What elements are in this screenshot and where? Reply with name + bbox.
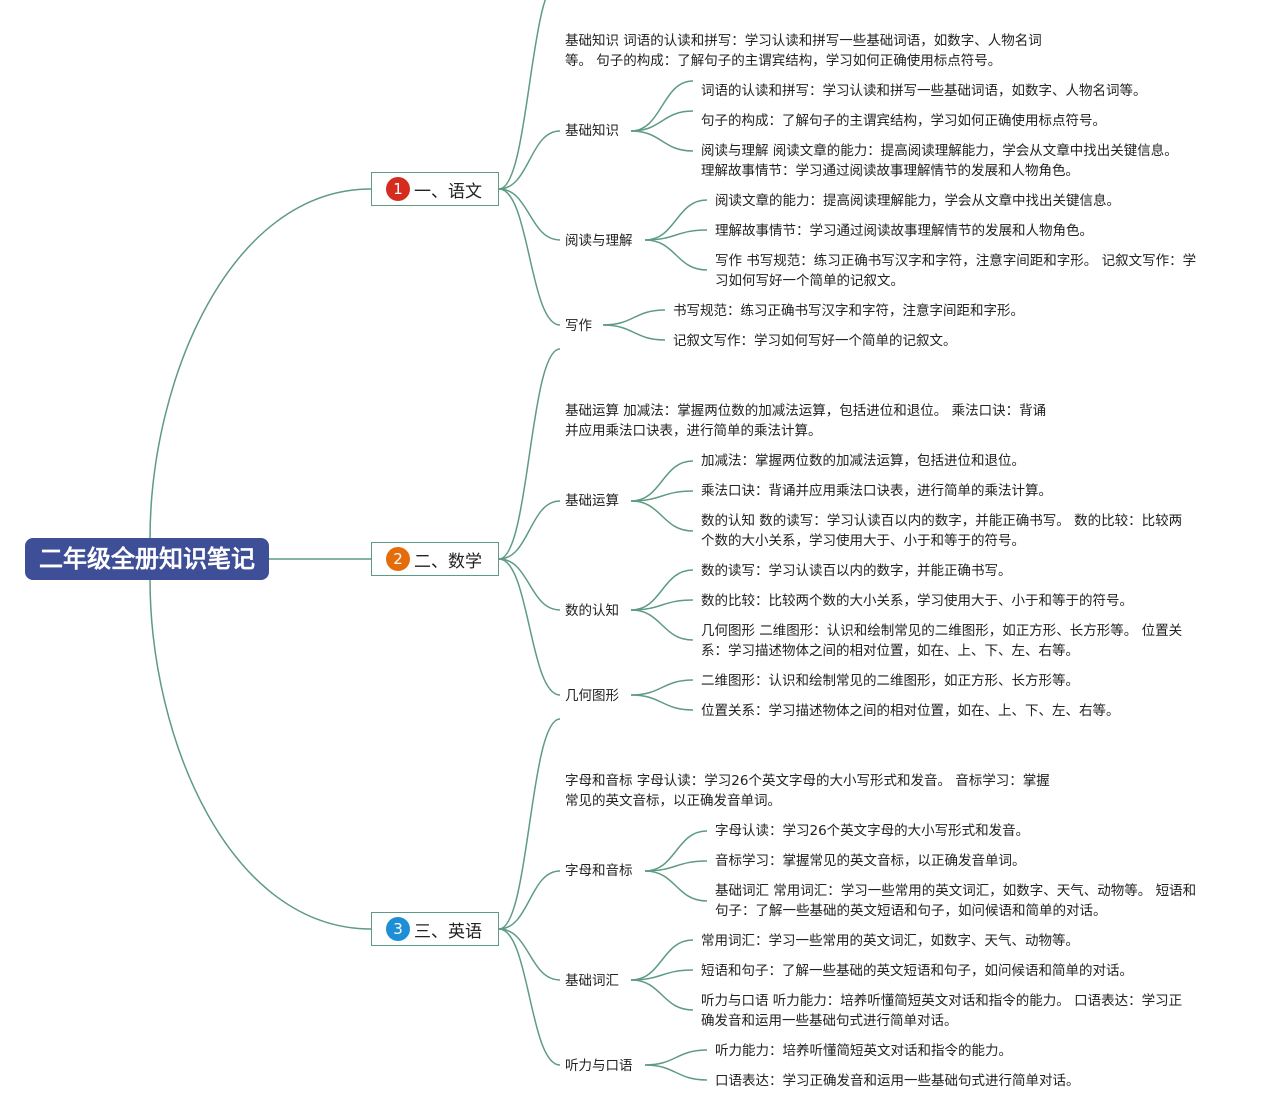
branch-summary-line: 并应用乘法口诀表，进行简单的乘法计算。	[565, 423, 822, 439]
topic-to-leaf-curve	[630, 130, 694, 152]
topic-to-leaf-curve	[644, 229, 708, 241]
topic-to-leaf-curve	[630, 569, 694, 611]
branch-english[interactable]: 3 三、英语	[371, 912, 499, 946]
leaf-item[interactable]: 短语和句子：了解一些基础的英文短语和句子，如问候语和简单的对话。	[701, 963, 1133, 979]
leaf-item-continued: 习如何写好一个简单的记叙文。	[715, 273, 904, 289]
leaf-item[interactable]: 句子的构成：了解句子的主谓宾结构，学习如何正确使用标点符号。	[701, 113, 1106, 129]
branch-to-topic-curve	[498, 188, 561, 241]
leaf-item[interactable]: 口语表达：学习正确发音和运用一些基础句式进行简单对话。	[715, 1073, 1080, 1089]
topic-to-leaf-curve	[630, 969, 694, 981]
topic-to-leaf-curve	[644, 199, 708, 241]
branch-math[interactable]: 2 二、数学	[371, 542, 499, 576]
topic-to-leaf-curve	[602, 324, 666, 341]
subtopic-label[interactable]: 基础知识	[565, 123, 619, 139]
topic-to-leaf-curve	[644, 239, 708, 271]
leaf-item[interactable]: 字母认读：学习26个英文字母的大小写形式和发音。	[715, 823, 1030, 839]
leaf-item[interactable]: 记叙文写作：学习如何写好一个简单的记叙文。	[673, 333, 957, 349]
leaf-item[interactable]: 阅读文章的能力：提高阅读理解能力，学会从文章中找出关键信息。	[715, 193, 1120, 209]
leaf-item[interactable]: 数的读写：学习认读百以内的数字，并能正确书写。	[701, 563, 1012, 579]
leaf-item[interactable]: 词语的认读和拼写：学习认读和拼写一些基础词语，如数字、人物名词等。	[701, 83, 1147, 99]
leaf-item[interactable]: 数的比较：比较两个数的大小关系，学习使用大于、小于和等于的符号。	[701, 593, 1133, 609]
branch-summary-line[interactable]: 基础知识 词语的认读和拼写：学习认读和拼写一些基础词语，如数字、人物名词	[565, 33, 1042, 49]
topic-to-leaf-curve	[630, 80, 694, 132]
number-badge: 1	[386, 177, 410, 201]
branch-summary-line[interactable]: 字母和音标 字母认读：学习26个英文字母的大小写形式和发音。 音标学习：掌握	[565, 773, 1050, 789]
root-topic[interactable]: 二年级全册知识笔记	[25, 538, 269, 580]
number-badge: 3	[386, 917, 410, 941]
branch-label: 一、语文	[414, 181, 482, 202]
leaf-item-continued: 系：学习描述物体之间的相对位置，如在、上、下、左、右等。	[701, 643, 1079, 659]
leaf-item[interactable]: 基础词汇 常用词汇：学习一些常用的英文词汇，如数字、天气、动物等。 短语和	[715, 883, 1197, 899]
topic-to-leaf-curve	[630, 694, 694, 711]
branch-to-summary-curve	[498, 348, 561, 560]
branch-to-topic-curve	[498, 188, 561, 326]
subtopic-label[interactable]: 数的认知	[565, 603, 619, 619]
leaf-item-continued: 确发音和运用一些基础句式进行简单对话。	[701, 1013, 958, 1029]
leaf-item-continued: 理解故事情节：学习通过阅读故事理解情节的发展和人物角色。	[701, 163, 1079, 179]
leaf-item[interactable]: 数的认知 数的读写：学习认读百以内的数字，并能正确书写。 数的比较：比较两	[701, 513, 1183, 529]
topic-to-leaf-curve	[644, 860, 708, 872]
topic-to-leaf-curve	[630, 599, 694, 611]
branch-to-topic-curve	[498, 928, 561, 1066]
leaf-item[interactable]: 写作 书写规范：练习正确书写汉字和字符，注意字间距和字形。 记叙文写作：学	[715, 253, 1197, 269]
branch-summary-line[interactable]: 基础运算 加减法：掌握两位数的加减法运算，包括进位和退位。 乘法口诀：背诵	[565, 403, 1047, 419]
leaf-item-continued: 个数的大小关系，学习使用大于、小于和等于的符号。	[701, 533, 1025, 549]
branch-to-topic-curve	[498, 130, 561, 190]
topic-to-leaf-curve	[630, 490, 694, 502]
subtopic-label[interactable]: 阅读与理解	[565, 233, 633, 249]
branch-to-topic-curve	[498, 500, 561, 560]
leaf-item[interactable]: 书写规范：练习正确书写汉字和字符，注意字间距和字形。	[673, 303, 1024, 319]
leaf-item[interactable]: 阅读与理解 阅读文章的能力：提高阅读理解能力，学会从文章中找出关键信息。	[701, 143, 1178, 159]
topic-to-leaf-curve	[630, 609, 694, 641]
leaf-item[interactable]: 听力与口语 听力能力：培养听懂简短英文对话和指令的能力。 口语表达：学习正	[701, 993, 1183, 1009]
topic-to-leaf-curve	[602, 309, 666, 326]
topic-to-leaf-curve	[630, 679, 694, 696]
subtopic-label[interactable]: 听力与口语	[565, 1058, 633, 1074]
number-badge: 2	[386, 547, 410, 571]
subtopic-label[interactable]: 几何图形	[565, 688, 619, 704]
branch-to-topic-curve	[498, 870, 561, 930]
leaf-item[interactable]: 二维图形：认识和绘制常见的二维图形，如正方形、长方形等。	[701, 673, 1079, 689]
leaf-item[interactable]: 音标学习：掌握常见的英文音标，以正确发音单词。	[715, 853, 1026, 869]
leaf-item[interactable]: 几何图形 二维图形：认识和绘制常见的二维图形，如正方形、长方形等。 位置关	[701, 623, 1183, 639]
branch-to-topic-curve	[498, 558, 561, 611]
topic-to-leaf-curve	[644, 830, 708, 872]
subtopic-label[interactable]: 字母和音标	[565, 863, 633, 879]
topic-to-leaf-curve	[644, 870, 708, 902]
branch-summary-line: 等。 句子的构成：了解句子的主谓宾结构，学习如何正确使用标点符号。	[565, 53, 1002, 69]
subtopic-label[interactable]: 写作	[565, 318, 592, 334]
leaf-item-continued: 句子：了解一些基础的英文短语和句子，如问候语和简单的对话。	[715, 903, 1107, 919]
branch-chinese[interactable]: 1 一、语文	[371, 172, 499, 206]
topic-to-leaf-curve	[630, 110, 694, 132]
topic-to-leaf-curve	[630, 939, 694, 981]
subtopic-label[interactable]: 基础词汇	[565, 973, 619, 989]
branch-label: 三、英语	[414, 921, 482, 942]
branch-to-topic-curve	[498, 558, 561, 696]
leaf-item[interactable]: 加减法：掌握两位数的加减法运算，包括进位和退位。	[701, 453, 1025, 469]
topic-to-leaf-curve	[630, 460, 694, 502]
leaf-item[interactable]: 乘法口诀：背诵并应用乘法口诀表，进行简单的乘法计算。	[701, 483, 1052, 499]
branch-summary-line: 常见的英文音标，以正确发音单词。	[565, 793, 781, 809]
leaf-item[interactable]: 常用词汇：学习一些常用的英文词汇，如数字、天气、动物等。	[701, 933, 1079, 949]
root-to-english-arc	[149, 578, 372, 930]
root-to-chinese-arc	[149, 188, 372, 540]
topic-to-leaf-curve	[630, 500, 694, 532]
leaf-item[interactable]: 理解故事情节：学习通过阅读故事理解情节的发展和人物角色。	[715, 223, 1093, 239]
branch-to-summary-curve	[498, 0, 547, 190]
branch-to-summary-curve	[498, 718, 561, 930]
leaf-item[interactable]: 听力能力：培养听懂简短英文对话和指令的能力。	[715, 1043, 1012, 1059]
branch-to-topic-curve	[498, 928, 561, 981]
subtopic-label[interactable]: 基础运算	[565, 493, 619, 509]
branch-label: 二、数学	[414, 551, 482, 572]
leaf-item[interactable]: 位置关系：学习描述物体之间的相对位置，如在、上、下、左、右等。	[701, 703, 1120, 719]
topic-to-leaf-curve	[630, 979, 694, 1011]
topic-to-leaf-curve	[644, 1064, 708, 1081]
topic-to-leaf-curve	[644, 1049, 708, 1066]
